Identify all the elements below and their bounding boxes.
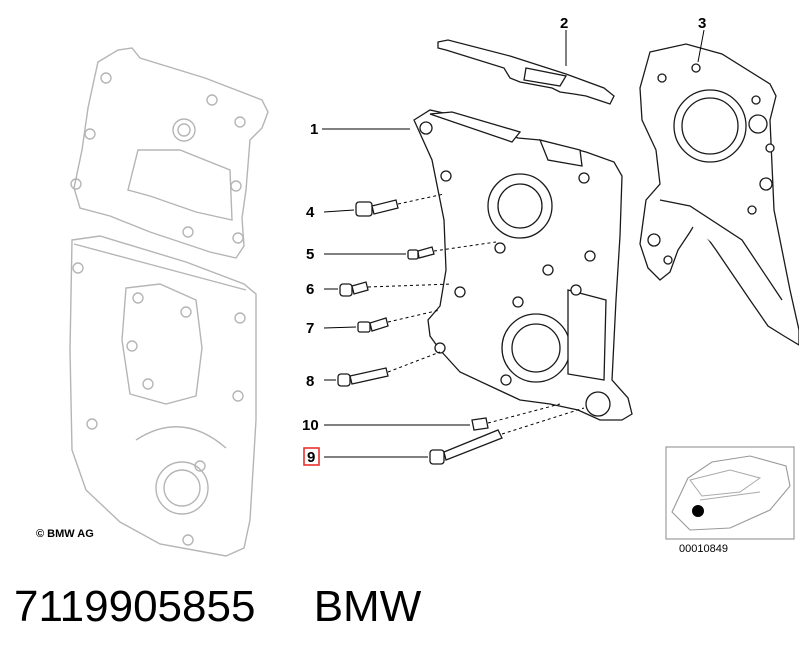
callout-10: 10	[302, 417, 319, 434]
part-10-dowel-pin	[471, 417, 489, 431]
part-number-footer: 7119905855 BMW	[14, 582, 794, 652]
callout-4: 4	[306, 204, 315, 221]
callout-1: 1	[310, 121, 318, 138]
copyright-text: © BMW AG	[36, 528, 94, 540]
part-2-gasket	[437, 39, 615, 105]
part-9-bolt	[429, 429, 503, 465]
callout-2: 2	[560, 15, 568, 32]
part-number: 7119905855	[14, 582, 256, 631]
callout-3: 3	[698, 15, 706, 32]
callout-9-highlight-box	[303, 447, 320, 466]
part-3-gasket	[639, 43, 799, 346]
part-7-bolt	[357, 317, 389, 333]
callout-6: 6	[306, 281, 314, 298]
part-4-bolt	[355, 199, 399, 217]
part-5-bolt	[407, 246, 435, 260]
vehicle-locator-inset	[665, 446, 795, 540]
faded-lower-cover	[69, 235, 257, 557]
callout-9: 9	[307, 449, 315, 466]
callout-5: 5	[306, 246, 314, 263]
faded-upper-cover	[70, 47, 269, 259]
part-6-bolt	[339, 281, 369, 297]
brand-name: BMW	[313, 582, 422, 631]
leader-lines	[322, 29, 705, 458]
callout-7: 7	[306, 320, 314, 337]
inset-reference-number: 00010849	[679, 543, 728, 555]
location-marker-icon	[692, 505, 704, 517]
part-8-bolt	[337, 367, 389, 387]
part-1-timing-cover	[413, 109, 633, 421]
callout-8: 8	[306, 373, 314, 390]
